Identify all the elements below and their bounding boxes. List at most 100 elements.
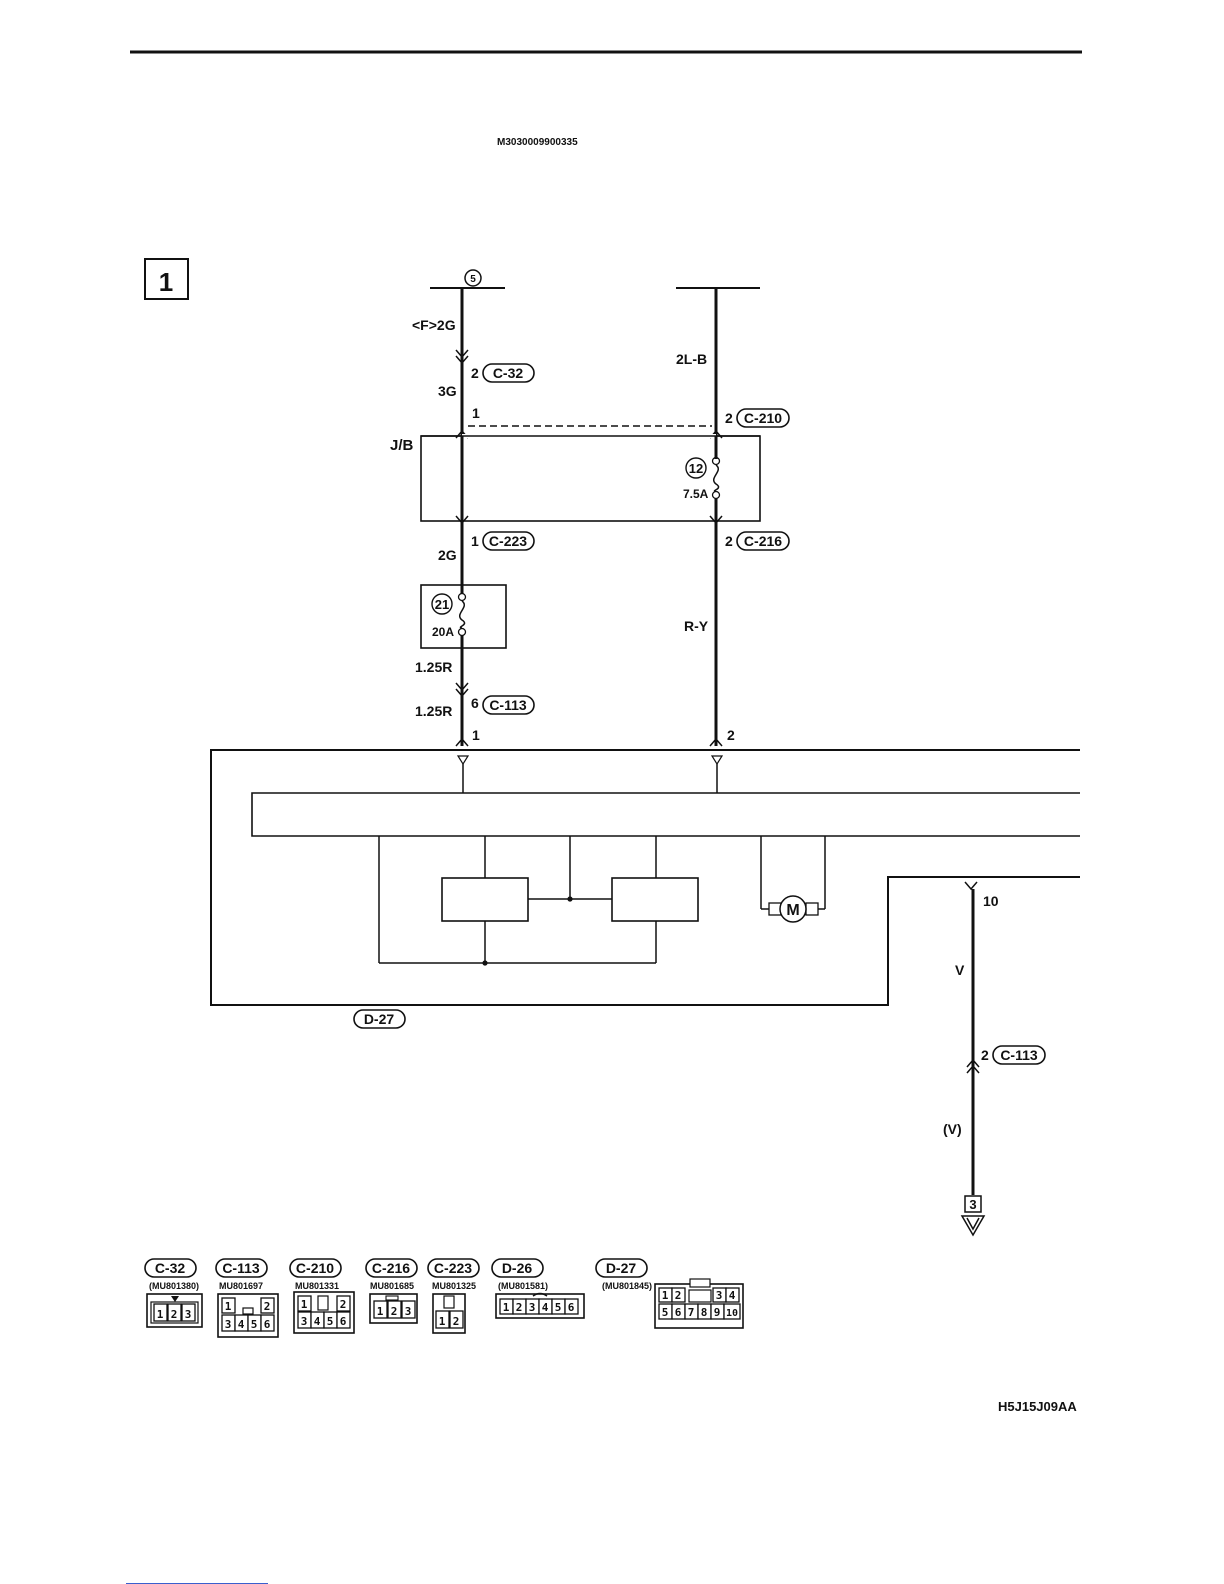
svg-text:1: 1	[157, 1308, 164, 1321]
svg-text:1: 1	[662, 1289, 669, 1302]
c113-tag-left[interactable]: C-113	[482, 695, 535, 715]
lower-pin: 10	[983, 893, 999, 909]
connector-legend: C-32 (MU801380) 1 2 3 C-113 MU801697 1 2…	[144, 1258, 744, 1338]
fuse-21-rating: 20A	[432, 625, 454, 639]
legend-c32-tag[interactable]: C-32	[144, 1258, 197, 1278]
jb-label: J/B	[390, 437, 414, 454]
legend-c216-diagram: 1 2 3	[369, 1293, 418, 1324]
legend-c223-diagram: 1 2	[432, 1293, 466, 1334]
c223-label: C-223	[489, 533, 527, 549]
left-wire-label-5: 1.25R	[415, 703, 452, 719]
svg-text:4: 4	[314, 1315, 321, 1328]
right-wire-label-1: 2L-B	[676, 351, 707, 367]
legend-c216-tag[interactable]: C-216	[365, 1258, 418, 1278]
legend-c32-name: C-32	[155, 1260, 186, 1276]
page-marker: 1	[144, 258, 189, 300]
left-wire-label-1: <F>2G	[412, 317, 456, 333]
lower-wire-label-1: V	[955, 962, 965, 978]
continuation-arrow-icon	[960, 1215, 986, 1237]
legend-d27-diagram: 1 2 3 4 5 6 7 8 9 10	[654, 1278, 744, 1329]
continuation-ref-box	[964, 1195, 982, 1213]
d27-tag[interactable]: D-27	[353, 1009, 406, 1029]
doc-id: M3030009900335	[497, 137, 578, 148]
fuse-21-number-circle	[431, 593, 453, 615]
jb-exit-left	[455, 515, 469, 525]
d27-label: D-27	[364, 1011, 395, 1027]
svg-text:2: 2	[391, 1305, 398, 1318]
right-circuit: 2L-B 2 C-210 12 7.5A 2 C-216 R-Y 2	[676, 287, 790, 747]
fuse-21-number: 21	[435, 597, 449, 612]
svg-text:2: 2	[516, 1301, 523, 1314]
svg-text:3: 3	[529, 1301, 536, 1314]
svg-text:3: 3	[405, 1305, 412, 1318]
unit-outline	[210, 749, 1080, 1006]
legend-c32-diagram: 1 2 3	[146, 1293, 203, 1328]
c113-label-left: C-113	[489, 697, 527, 713]
junction-block	[420, 435, 761, 522]
legend-d26-tag[interactable]: D-26	[491, 1258, 544, 1278]
fuse-21-element	[459, 600, 466, 629]
unit-inner-bus	[251, 792, 1080, 837]
legend-c223-tag[interactable]: C-223	[427, 1258, 480, 1278]
legend-d27-tag[interactable]: D-27	[595, 1258, 648, 1278]
left-wire-label-3: 2G	[438, 547, 457, 563]
legend-c113-tag[interactable]: C-113	[215, 1258, 268, 1278]
ground-symbol-label: 5	[470, 274, 476, 285]
c216-pin: 2	[725, 533, 733, 549]
legend-c113-name: C-113	[222, 1260, 260, 1276]
left-circuit: 5 <F>2G 2 C-32 3G 1 1 C-223 2G 21 20A 1.…	[412, 269, 535, 747]
legend-d26-name: D-26	[502, 1260, 533, 1276]
fuse-12-number-circle	[685, 457, 707, 479]
svg-text:4: 4	[238, 1318, 245, 1331]
legend-c32-part: (MU801380)	[149, 1281, 199, 1291]
svg-text:5: 5	[251, 1318, 258, 1331]
c216-tag[interactable]: C-216	[736, 531, 790, 551]
legend-c210-tag[interactable]: C-210	[289, 1258, 342, 1278]
legend-d26-part: (MU801581)	[498, 1281, 548, 1291]
motor-symbol: M	[786, 902, 799, 919]
left-wire-label-4: 1.25R	[415, 659, 452, 675]
svg-text:5: 5	[327, 1315, 334, 1328]
c113-tag-lower[interactable]: C-113	[992, 1045, 1046, 1065]
internal-block-left	[441, 877, 529, 922]
c210-tag[interactable]: C-210	[736, 408, 790, 428]
legend-c210-name: C-210	[296, 1260, 334, 1276]
svg-text:3: 3	[225, 1318, 232, 1331]
legend-d27-part: (MU801845)	[602, 1281, 652, 1291]
svg-text:9: 9	[714, 1306, 721, 1319]
page-marker-number: 1	[159, 267, 173, 297]
c223-pin: 1	[471, 533, 479, 549]
figure-code: H5J15J09AA	[998, 1399, 1077, 1414]
left-wire-label-2: 3G	[438, 383, 457, 399]
c216-label: C-216	[744, 533, 782, 549]
legend-c113-diagram: 1 2 3 4 5 6	[217, 1293, 279, 1338]
svg-text:2: 2	[264, 1300, 271, 1313]
svg-text:1: 1	[503, 1301, 510, 1314]
fuse-12-number: 12	[689, 461, 703, 476]
legend-c223-name: C-223	[434, 1260, 472, 1276]
svg-text:1: 1	[377, 1305, 384, 1318]
lower-circuit: 10 V 2 C-113 (V) 3	[943, 881, 1046, 1237]
fuse-12-rating: 7.5A	[683, 487, 709, 501]
ground-symbol	[464, 269, 482, 287]
legend-c216-part: MU801685	[370, 1281, 414, 1291]
c32-tag[interactable]: C-32	[482, 363, 535, 383]
svg-text:7: 7	[688, 1306, 695, 1319]
svg-text:2: 2	[171, 1308, 178, 1321]
legend-d27-name: D-27	[606, 1260, 637, 1276]
svg-text:6: 6	[675, 1306, 682, 1319]
right-wire-label-2: R-Y	[684, 618, 709, 634]
svg-text:4: 4	[542, 1301, 549, 1314]
c210-pin: 2	[725, 410, 733, 426]
c32-label: C-32	[493, 365, 524, 381]
right-end-pin: 2	[727, 727, 735, 743]
svg-text:2: 2	[675, 1289, 682, 1302]
svg-text:5: 5	[555, 1301, 562, 1314]
c113-chevrons	[455, 688, 469, 698]
unit-d27: M D-27	[210, 749, 1080, 1029]
svg-text:1: 1	[301, 1298, 308, 1311]
c223-tag[interactable]: C-223	[482, 531, 535, 551]
svg-text:3: 3	[716, 1289, 723, 1302]
continuation-ref: 3	[969, 1197, 976, 1212]
svg-text:1: 1	[225, 1300, 232, 1313]
